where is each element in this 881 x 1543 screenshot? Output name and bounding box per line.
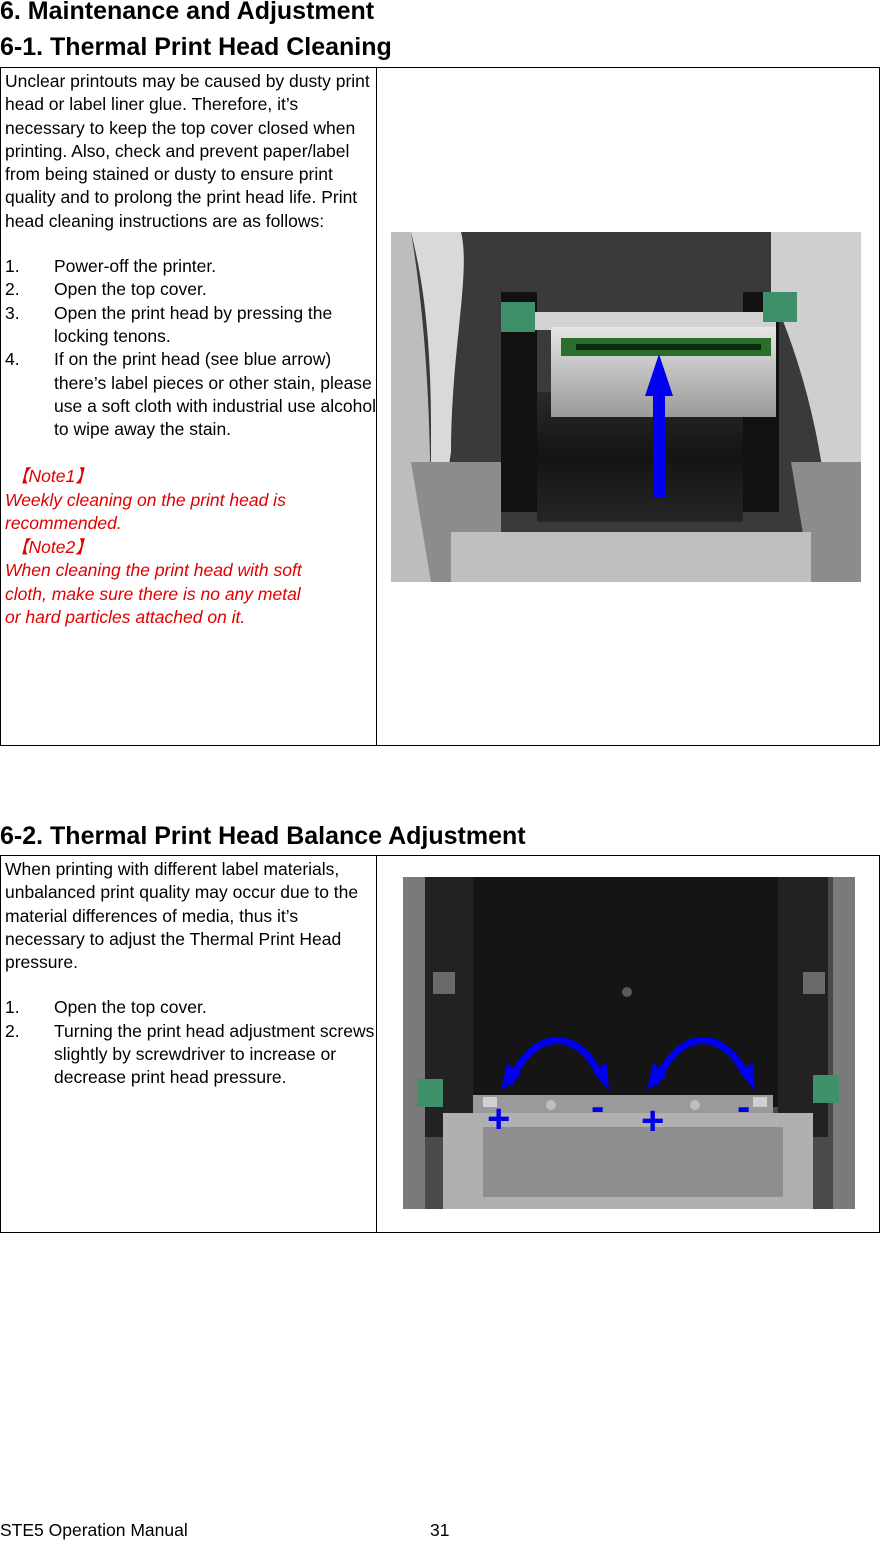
section2-intro: When printing with different label mater… (5, 859, 359, 973)
plus-mark: + (641, 1099, 664, 1143)
list-item: 2.Turning the print head adjustment scre… (5, 1020, 375, 1088)
note1-label: 【Note1】 (11, 466, 93, 487)
section1-steps: 1.Power-off the printer. 2.Open the top … (5, 255, 376, 441)
section2-steps: 1.Open the top cover. 2.Turning the prin… (5, 996, 376, 1089)
section2-table: When printing with different label mater… (0, 855, 880, 1233)
section1-image-cell (377, 68, 879, 745)
section2-text-cell: When printing with different label mater… (1, 856, 377, 1232)
list-item: 1.Power-off the printer. (5, 256, 217, 277)
plus-mark: + (487, 1097, 510, 1141)
section1-text-cell: Unclear printouts may be caused by dusty… (1, 68, 377, 745)
adjustment-screws-photo: + - + - (403, 877, 855, 1209)
list-item: 2.Open the top cover. (5, 279, 207, 300)
section2-image-cell: + - + - (377, 856, 879, 1232)
minus-mark: - (737, 1085, 750, 1129)
note2-label: 【Note2】 (11, 536, 93, 557)
footer-manual-name: STE5 Operation Manual (0, 1520, 188, 1540)
section2-title: 6-2. Thermal Print Head Balance Adjustme… (0, 822, 526, 850)
list-item: 4.If on the print head (see blue arrow) … (5, 349, 376, 440)
note1-text: Weekly cleaning on the print head is rec… (5, 489, 286, 534)
print-head-photo (391, 232, 861, 582)
minus-mark: - (591, 1085, 604, 1129)
footer-page-number: 31 (430, 1520, 450, 1540)
section1-intro: Unclear printouts may be caused by dusty… (5, 71, 370, 231)
list-item: 1.Open the top cover. (5, 997, 207, 1018)
section1-table: Unclear printouts may be caused by dusty… (0, 67, 880, 746)
list-item: 3.Open the print head by pressing the lo… (5, 302, 333, 346)
note2-text: When cleaning the print head with soft c… (5, 560, 302, 628)
section1-title: 6-1. Thermal Print Head Cleaning (0, 33, 392, 61)
page-heading: 6. Maintenance and Adjustment (0, 0, 375, 25)
